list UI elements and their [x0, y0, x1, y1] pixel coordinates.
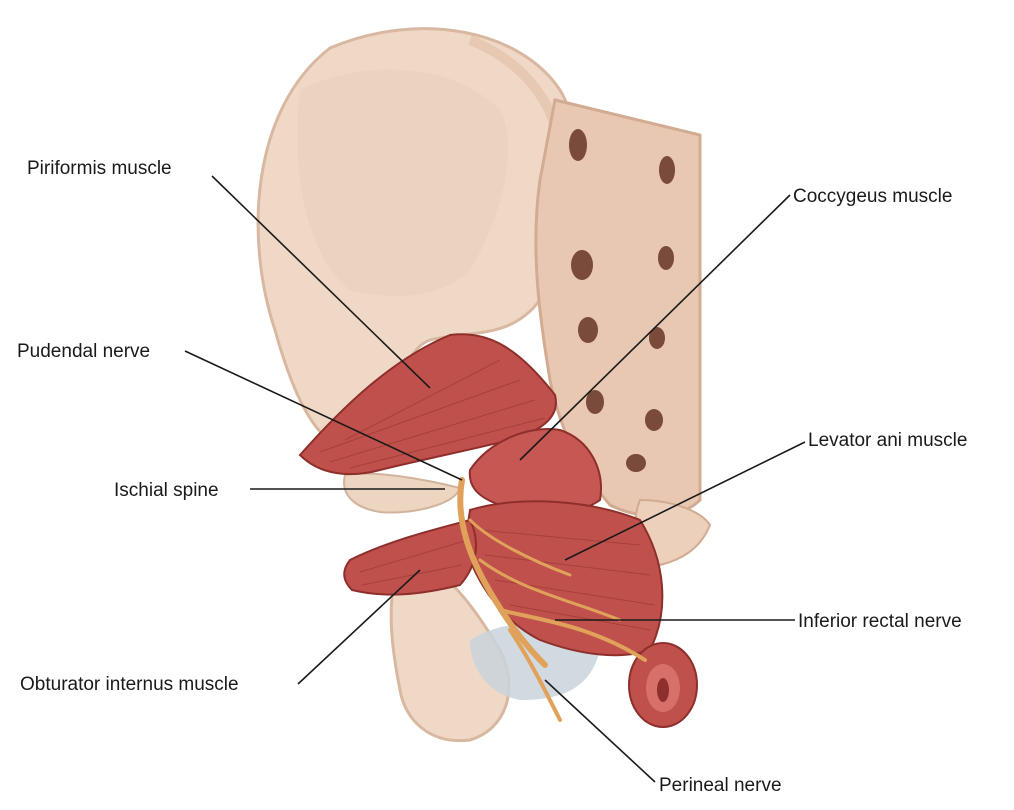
label-coccygeus: Coccygeus muscle [793, 186, 952, 207]
label-perineal: Perineal nerve [659, 775, 782, 796]
label-pudendal: Pudendal nerve [17, 341, 150, 362]
label-inferior-rectal: Inferior rectal nerve [798, 611, 962, 632]
label-piriformis: Piriformis muscle [27, 158, 172, 179]
label-levator: Levator ani muscle [808, 430, 967, 451]
ischial-spine-bone [344, 473, 460, 512]
label-obturator: Obturator internus muscle [20, 674, 239, 695]
label-ischial-spine: Ischial spine [114, 480, 219, 501]
